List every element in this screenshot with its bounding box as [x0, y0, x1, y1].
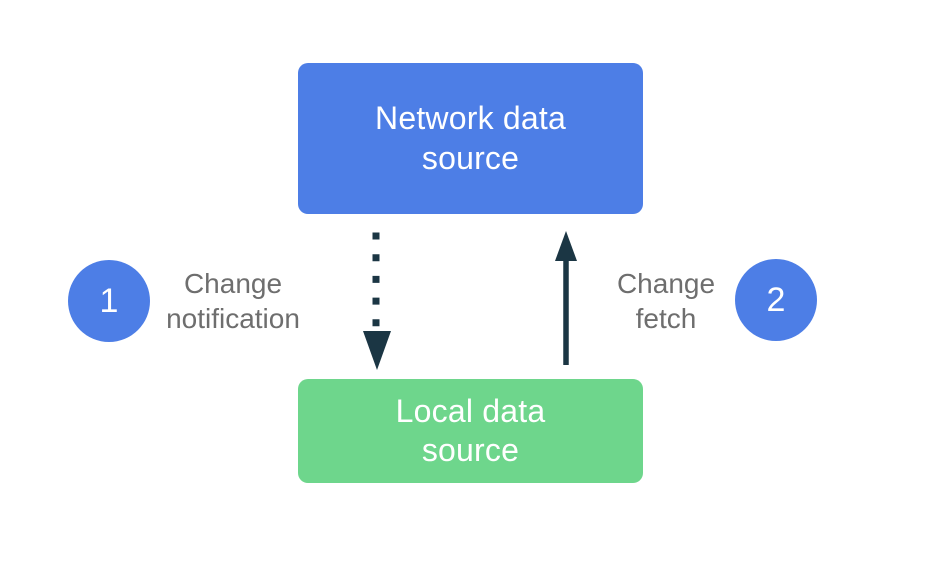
local-data-source-node: Local data source	[298, 379, 643, 483]
change-notification-label: Change notification	[166, 268, 300, 334]
network-data-source-node: Network data source	[298, 63, 643, 214]
change-fetch-label: Change fetch	[616, 268, 716, 334]
arrow-head-down	[363, 331, 391, 370]
step-1-badge: 1	[68, 260, 150, 342]
step-2-badge: 2	[735, 259, 817, 341]
change-notification-dotted-arrow-down-icon	[363, 232, 391, 370]
arrow-head-up	[555, 231, 577, 261]
change-fetch-solid-arrow-up-icon	[555, 231, 577, 365]
